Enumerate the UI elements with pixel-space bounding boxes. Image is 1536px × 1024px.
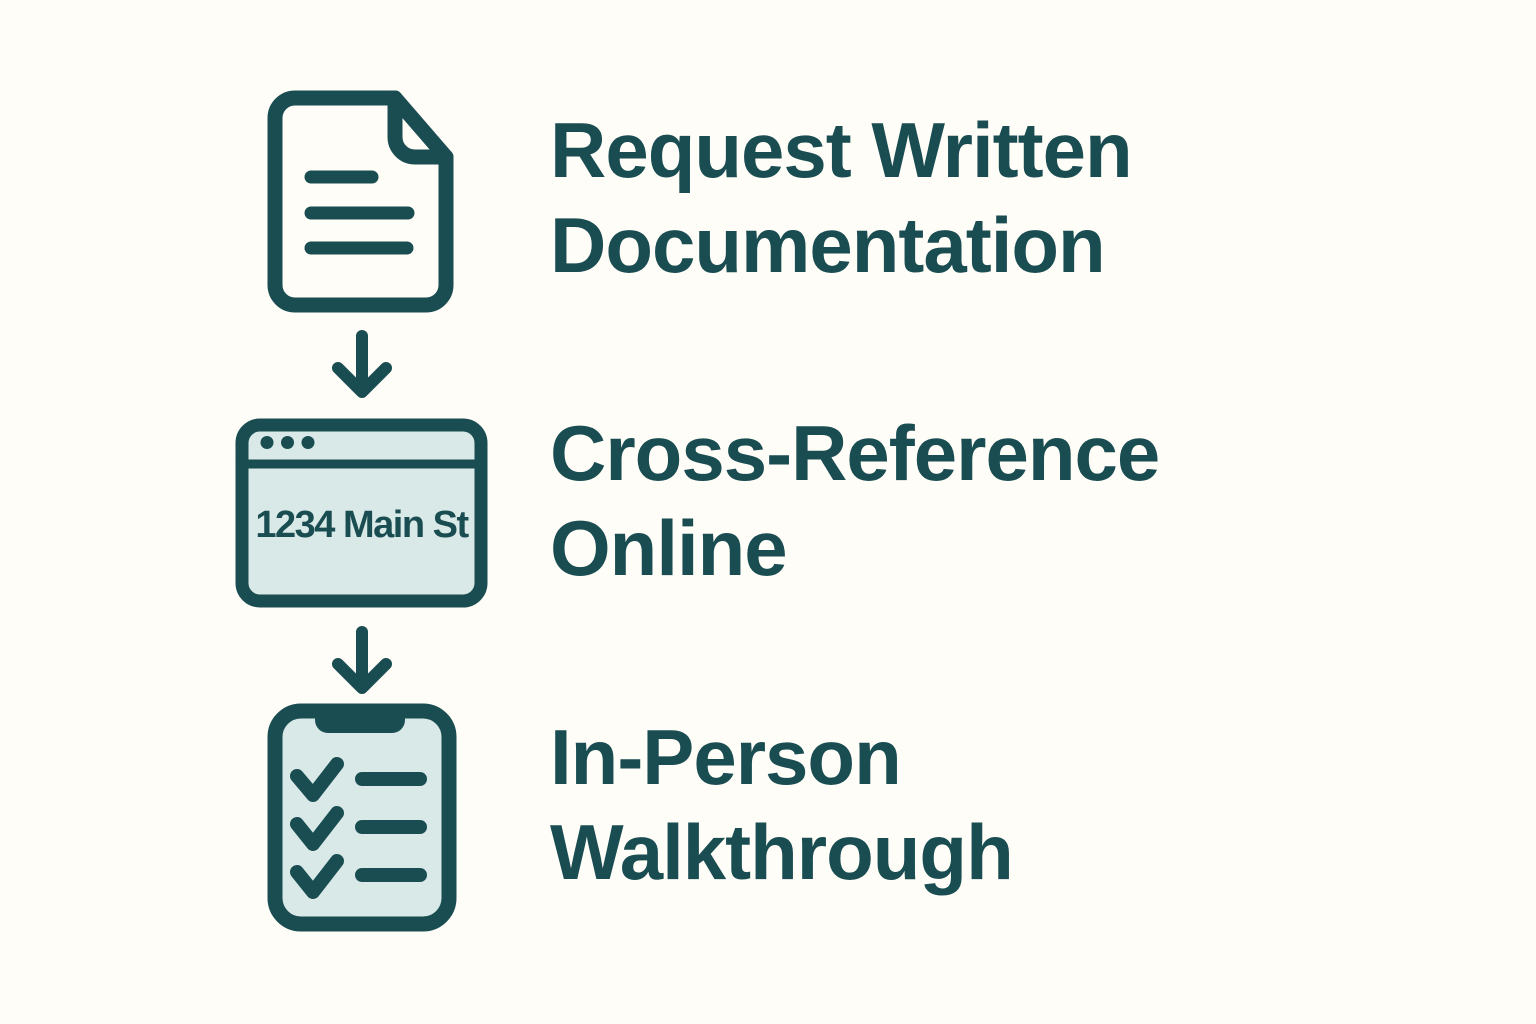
- clipboard-clip: [315, 706, 405, 733]
- browser-icon: [235, 418, 488, 608]
- step-title-cross-reference: Cross-Reference Online: [550, 409, 1160, 592]
- checkmark-icon: [290, 854, 344, 899]
- document-icon: [267, 90, 454, 313]
- step-title-request-documentation: Request Written Documentation: [550, 106, 1133, 289]
- browser-dot-icon: [281, 436, 294, 449]
- step-title-walkthrough: In-Person Walkthrough: [550, 713, 1014, 896]
- browser-address-text: 1234 Main St: [255, 504, 469, 546]
- arrow-down-icon: [332, 330, 392, 398]
- checkmark-icon: [290, 757, 344, 802]
- checkmark-icon: [290, 806, 344, 851]
- clipboard-icon: [267, 703, 457, 932]
- browser-dot-icon: [260, 436, 274, 449]
- arrow-down-icon: [332, 626, 392, 694]
- browser-dot-icon: [301, 436, 315, 449]
